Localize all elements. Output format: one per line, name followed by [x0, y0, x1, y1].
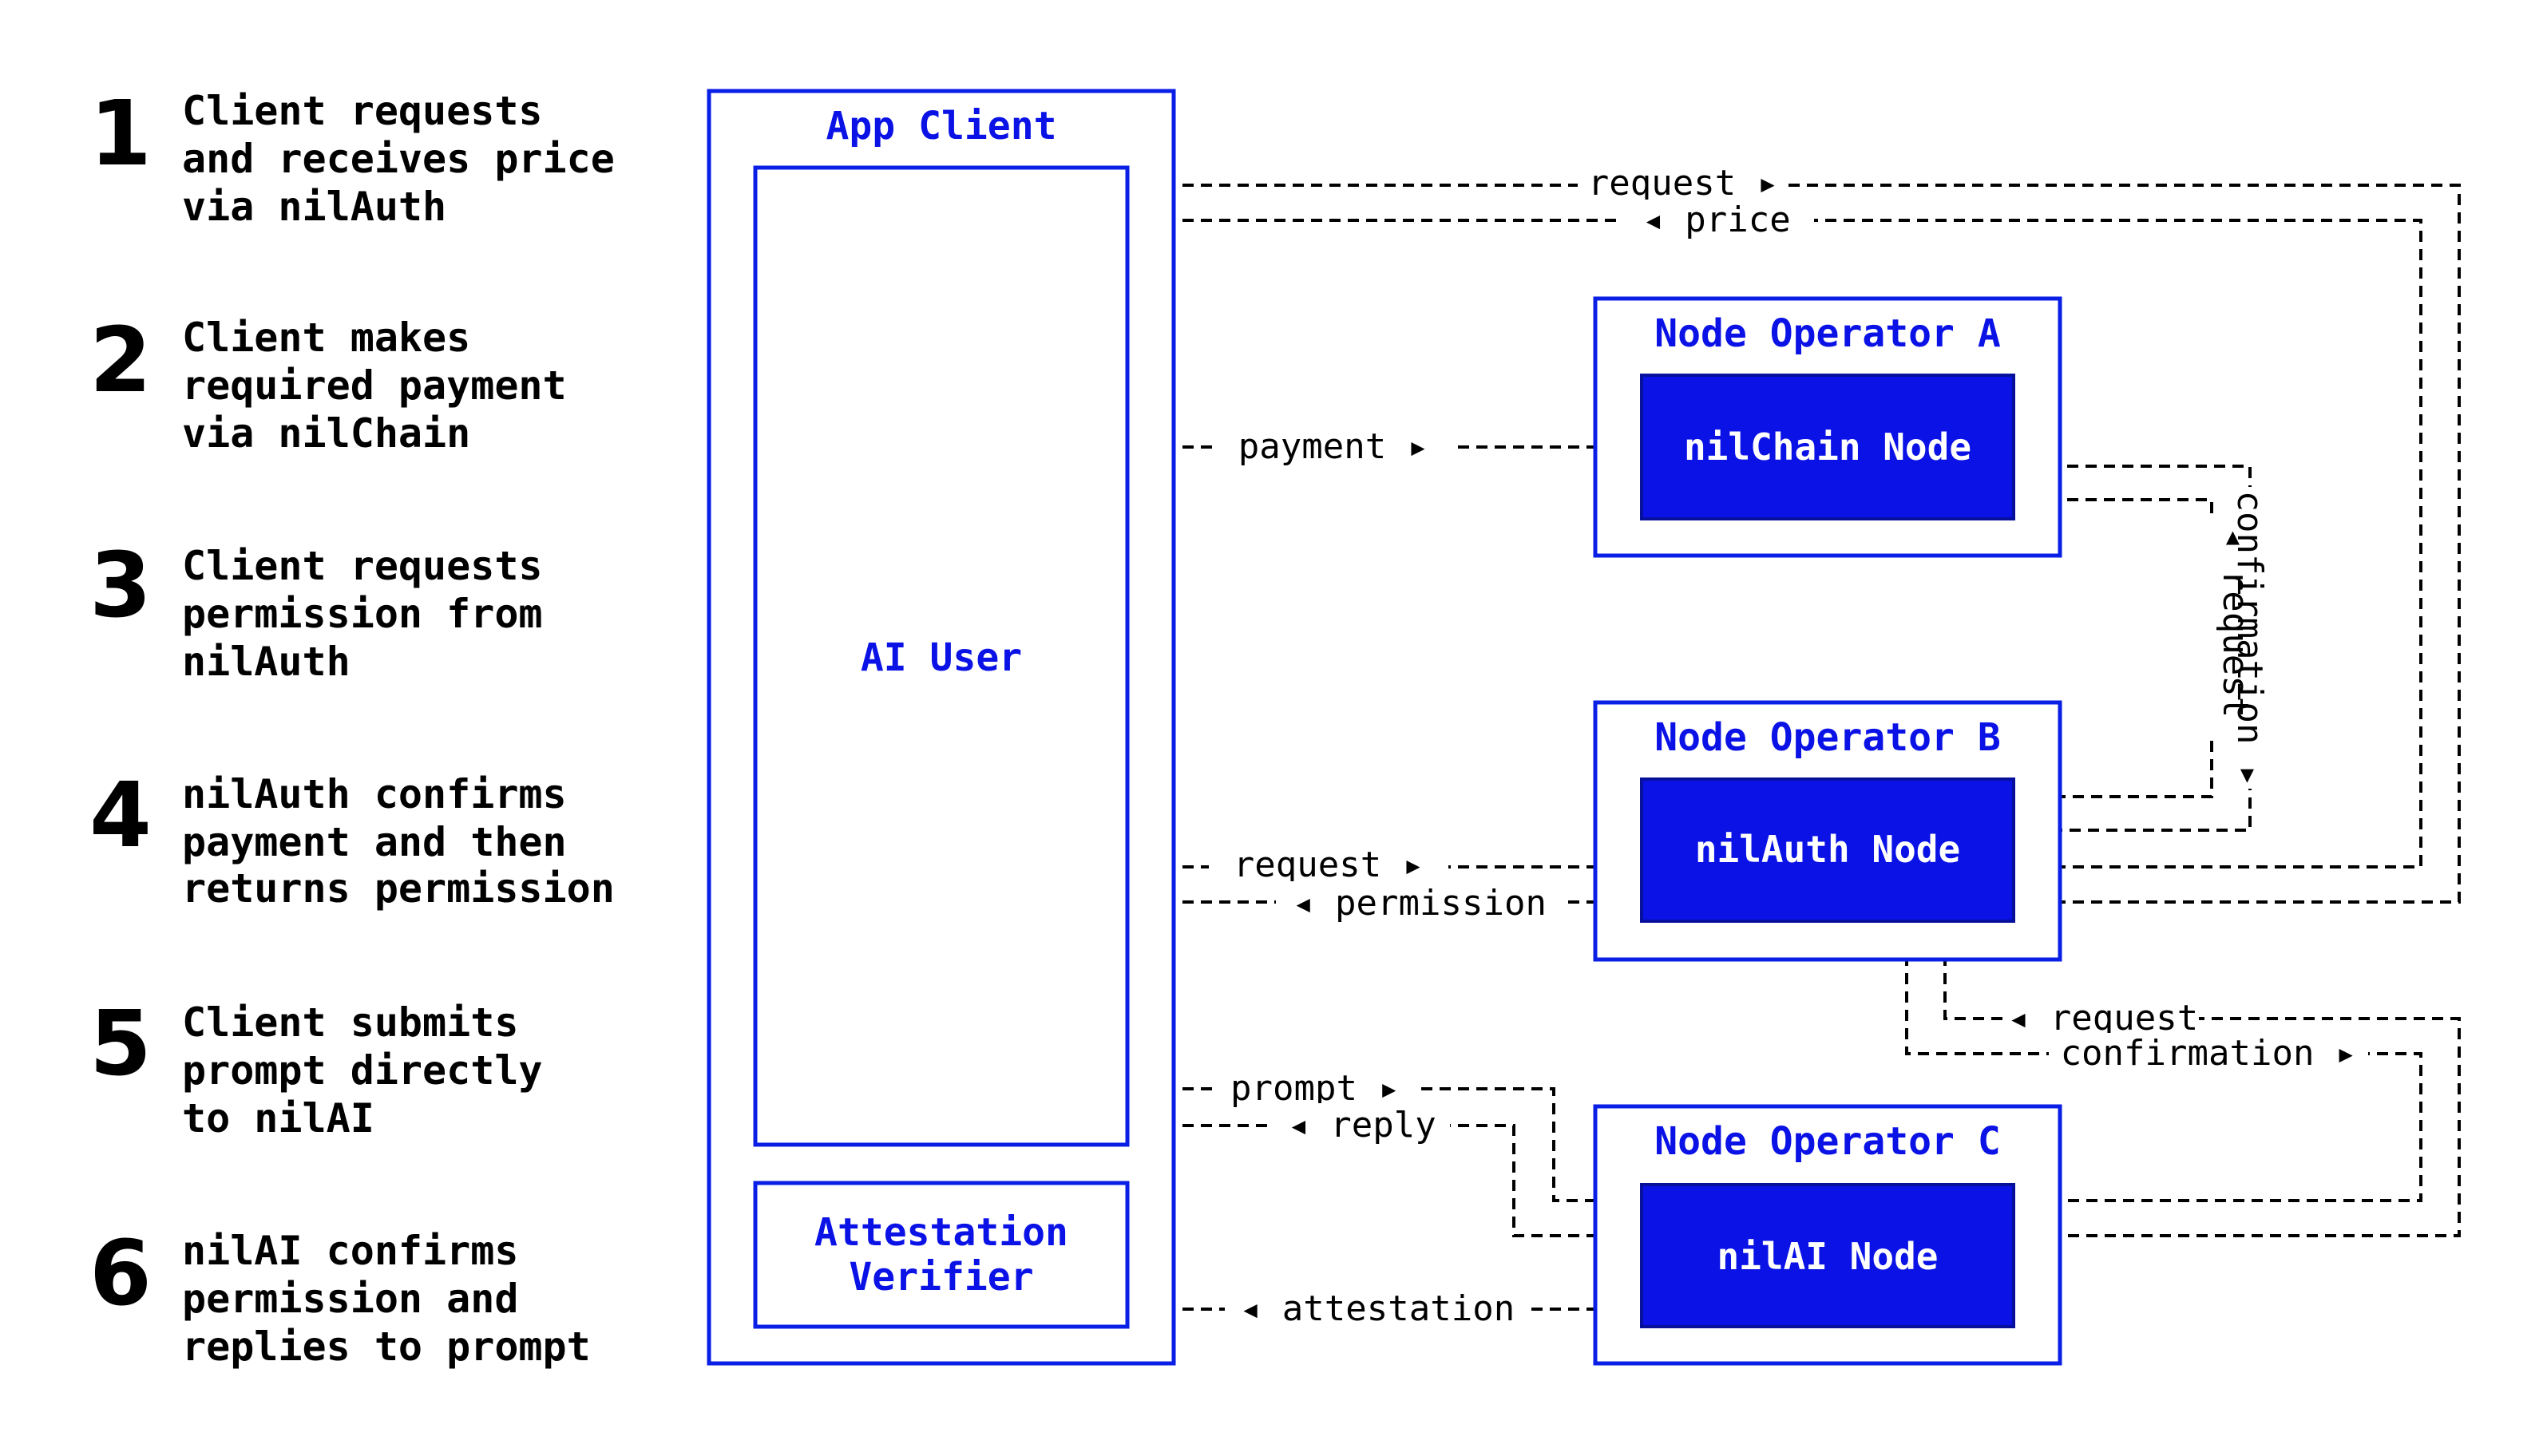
label-price: ◂ price: [1642, 200, 1790, 240]
step-number: 4: [89, 764, 152, 868]
nilauth-node[interactable]: [1640, 777, 2015, 923]
step-line: permission and: [182, 1276, 518, 1322]
attestation-verifier-box[interactable]: [753, 1181, 1130, 1329]
step-1: 1 Client requests and receives price via…: [89, 82, 615, 230]
node-operator-b: Node Operator B nilAuth Node: [1593, 700, 2062, 962]
label-request-c: ◂ request: [2008, 998, 2198, 1039]
ai-user-box[interactable]: [753, 165, 1130, 1147]
step-line: via nilChain: [182, 410, 470, 457]
step-line: Client requests: [182, 543, 543, 589]
step-number: 1: [89, 82, 152, 186]
step-line: and receives price: [182, 136, 615, 182]
step-6: 6 nilAI confirms permission and replies …: [89, 1222, 591, 1370]
app-client: App Client AI User Attestation Verifier: [707, 89, 1176, 1366]
steps-list: 1 Client requests and receives price via…: [89, 82, 615, 1370]
step-line: required payment: [182, 362, 567, 409]
step-number: 2: [89, 309, 152, 413]
step-number: 6: [89, 1222, 152, 1326]
node-operator-a-title: Node Operator A: [1654, 311, 2001, 356]
label-request-1: request ▸: [1588, 163, 1778, 204]
step-line: to nilAI: [182, 1095, 374, 1141]
label-confirmation-vertical: confirmation ▸: [2229, 491, 2270, 787]
node-operator-c-title: Node Operator C: [1654, 1119, 2000, 1164]
app-client-title: App Client: [826, 104, 1057, 148]
step-number: 3: [89, 534, 152, 638]
label-prompt: prompt ▸: [1230, 1068, 1400, 1109]
label-confirmation-c: confirmation ▸: [2061, 1033, 2357, 1074]
edge-request-price-outer: [1127, 184, 2461, 904]
step-line: nilAI confirms: [182, 1228, 518, 1274]
node-operator-c: Node Operator C nilAI Node: [1593, 1104, 2062, 1366]
label-request-3: request ▸: [1234, 845, 1424, 885]
nilchain-node-label: nilChain Node: [1684, 425, 1971, 469]
label-payment: payment ▸: [1238, 426, 1428, 467]
step-3: 3 Client requests permission from nilAut…: [89, 534, 543, 685]
step-line: replies to prompt: [182, 1323, 591, 1370]
edge-labels: request ▸ ◂ price payment ▸ request ▸ ◂ …: [1209, 160, 2368, 1330]
step-5: 5 Client submits prompt directly to nilA…: [89, 992, 543, 1141]
step-line: returns permission: [182, 865, 615, 912]
nilai-node[interactable]: [1640, 1183, 2015, 1328]
label-permission: ◂ permission: [1293, 883, 1547, 924]
nilchain-node[interactable]: [1640, 374, 2015, 520]
edge-confirmation-vertical: [2012, 465, 2252, 832]
attestation-verifier-line: Verifier: [849, 1255, 1033, 1300]
step-line: payment and then: [182, 819, 567, 865]
step-line: permission from: [182, 591, 543, 637]
ai-user-label: AI User: [861, 635, 1022, 680]
label-reply: ◂ reply: [1288, 1105, 1436, 1145]
step-line: via nilAuth: [182, 184, 446, 230]
step-line: Client submits: [182, 999, 518, 1046]
attestation-verifier-line: Attestation: [814, 1210, 1068, 1255]
step-line: nilAuth: [182, 639, 351, 685]
edge-request-vertical: [2012, 498, 2213, 798]
node-operator-b-title: Node Operator B: [1654, 715, 2000, 760]
nilauth-node-label: nilAuth Node: [1695, 828, 1960, 871]
step-line: prompt directly: [182, 1047, 543, 1094]
edge-confirmation-c: [1905, 918, 2422, 1202]
step-4: 4 nilAuth confirms payment and then retu…: [89, 764, 615, 912]
step-line: Client makes: [182, 315, 470, 361]
step-line: nilAuth confirms: [182, 771, 567, 817]
label-attestation: ◂ attestation: [1240, 1288, 1515, 1329]
step-line: Client requests: [182, 88, 543, 134]
nilai-node-label: nilAI Node: [1717, 1235, 1939, 1278]
edge-request-c: [1943, 918, 2461, 1237]
label-request-vertical: ◂ request: [2215, 528, 2256, 718]
node-operator-a: Node Operator A nilChain Node: [1593, 296, 2062, 558]
step-2: 2 Client makes required payment via nilC…: [89, 309, 567, 457]
step-number: 5: [89, 992, 152, 1096]
